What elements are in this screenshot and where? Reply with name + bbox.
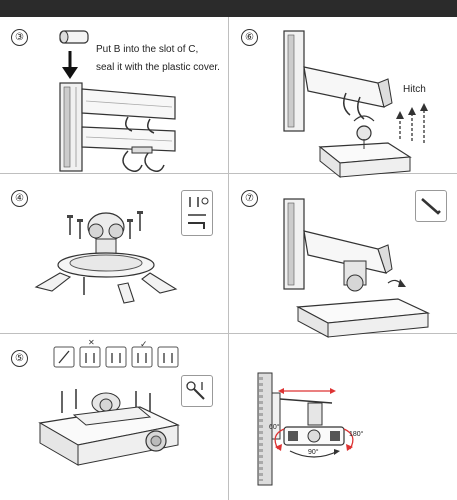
screw-size-options-icon: ✕ ✓: [53, 338, 179, 368]
angle-bottom-label: 90°: [308, 449, 319, 456]
hex-wrench-icon: [421, 198, 441, 215]
rotation-diagram: [257, 372, 354, 486]
top-header-bar: [0, 0, 457, 17]
step-6-illustration: [283, 30, 428, 179]
hitch-label: Hitch: [403, 84, 426, 95]
step-7-illustration: [283, 198, 431, 338]
step-4-number: ④: [11, 190, 28, 207]
step-4-tools-badge: [181, 190, 213, 236]
angle-left-label: 60°: [269, 424, 280, 431]
screws-and-hex-key-icon: [188, 197, 209, 229]
plastic-cover-icon: [59, 30, 89, 44]
step-6-number: ⑥: [241, 29, 258, 46]
step-3-number: ③: [11, 29, 28, 46]
step-7-number: ⑦: [241, 190, 258, 207]
step-5-tool-badge: [181, 375, 213, 407]
hitch-arrows-icon: [399, 109, 425, 143]
insert-arrow-icon: [62, 51, 78, 79]
column-divider: [228, 17, 229, 500]
step-4-illustration: [34, 211, 178, 304]
step-7-tool-badge: [415, 190, 447, 222]
step-5-illustration: [38, 389, 180, 466]
step-3-instruction-line2: seal it with the plastic cover.: [96, 62, 220, 73]
angle-right-label: 180°: [349, 431, 364, 438]
step-3-instruction-line1: Put B into the slot of C,: [96, 44, 199, 55]
svg-text:✕: ✕: [88, 338, 95, 347]
step-3-illustration: [59, 30, 176, 172]
svg-text:✓: ✓: [140, 339, 148, 349]
step-5-number: ⑤: [11, 350, 28, 367]
screws-and-key-icon: [186, 381, 205, 400]
